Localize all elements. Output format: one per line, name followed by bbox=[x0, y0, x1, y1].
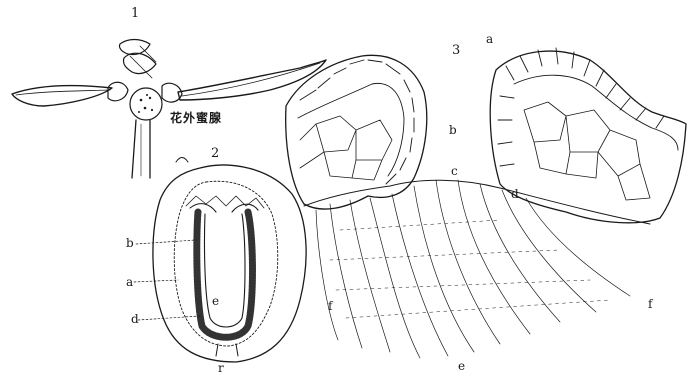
panel3-label-f-left: f bbox=[328, 300, 332, 312]
panel2-label-d: d bbox=[131, 313, 139, 325]
panel3-number: 3 bbox=[452, 44, 460, 57]
panel3-label-b: b bbox=[449, 124, 457, 136]
panel2-label-e: e bbox=[212, 295, 219, 307]
panel1-plant-drawing bbox=[12, 40, 326, 179]
panel3-label-a: a bbox=[486, 33, 493, 45]
panel2-label-r: r bbox=[218, 362, 224, 374]
panel3-tissue-drawing bbox=[286, 48, 686, 358]
panel3-label-e: e bbox=[458, 360, 465, 372]
panel3-label-f-right: f bbox=[648, 298, 652, 310]
panel2-section-drawing bbox=[134, 158, 306, 363]
panel2-label-a: a bbox=[126, 276, 133, 288]
panel2-number: 2 bbox=[211, 147, 219, 160]
panel1-number: 1 bbox=[131, 7, 139, 20]
panel3-label-d: d bbox=[511, 188, 519, 200]
panel3-label-c: c bbox=[451, 165, 458, 177]
nectary-label: 花外蜜腺 bbox=[170, 112, 222, 124]
panel2-label-b: b bbox=[126, 237, 134, 249]
